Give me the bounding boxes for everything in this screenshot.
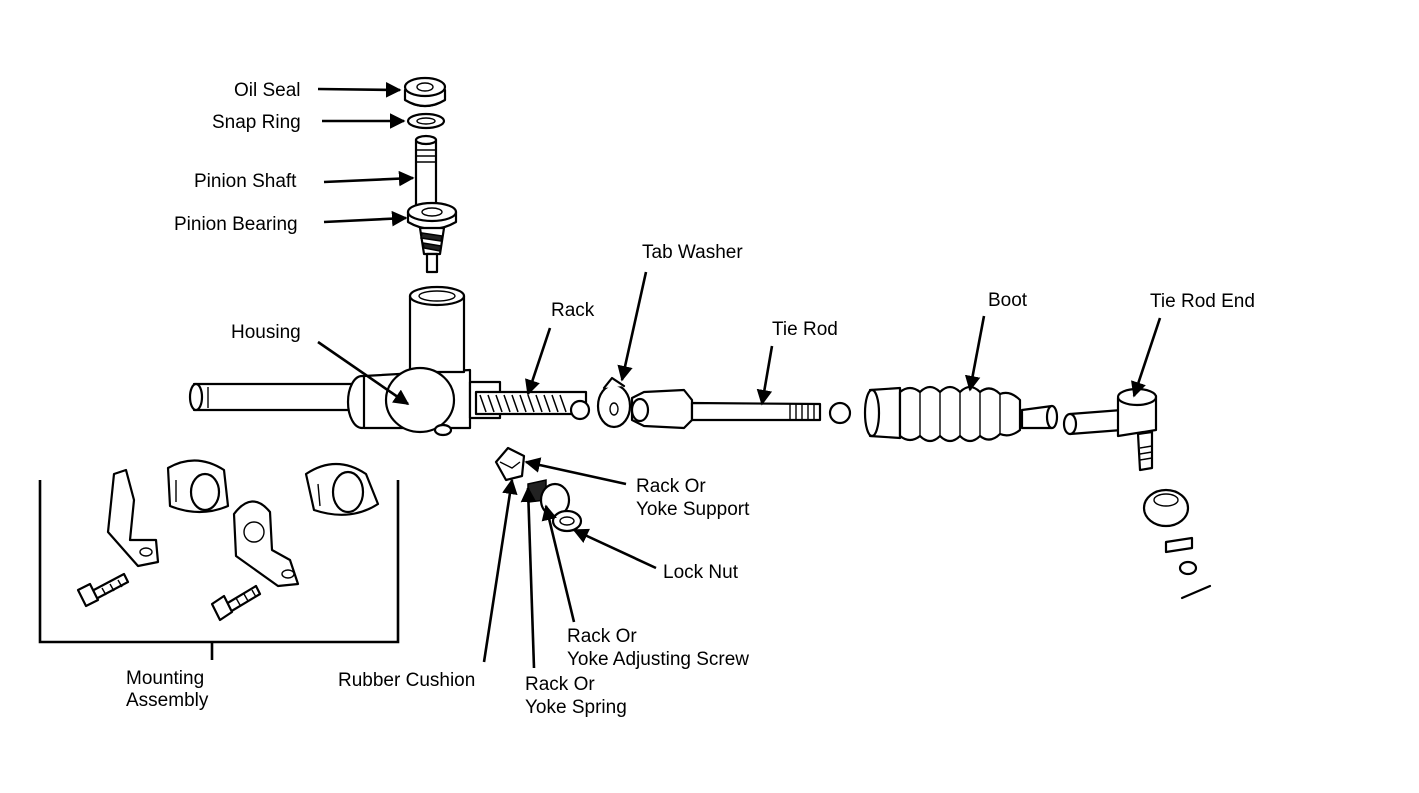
label-pinion-bearing: Pinion Bearing: [174, 214, 298, 235]
mounting-bolt-1: [76, 572, 130, 608]
rack-part: [474, 390, 591, 421]
mounting-assembly-bracket: [38, 480, 400, 660]
snap-ring-part: [406, 112, 446, 130]
yoke-support-part: [494, 446, 526, 482]
boot-part: [863, 385, 1059, 443]
label-oil-seal: Oil Seal: [234, 80, 301, 101]
lock-nut-part: [551, 509, 583, 533]
mounting-bolt-2: [210, 584, 262, 622]
tie-rod-end-part: [1062, 387, 1212, 600]
tie-rod-part: [630, 388, 852, 430]
label-rack: Rack: [551, 300, 595, 321]
label-housing: Housing: [231, 322, 301, 343]
mounting-clamp-2: [232, 500, 300, 588]
label-yoke-support-1: Rack Or: [636, 476, 706, 497]
mounting-clamp-1: [106, 468, 160, 568]
label-tie-rod-end: Tie Rod End: [1150, 291, 1255, 312]
label-mounting-2: Assembly: [126, 690, 209, 711]
label-boot: Boot: [988, 290, 1028, 311]
mounting-bushing-1: [166, 459, 230, 514]
pinion-shaft-part: [414, 134, 438, 208]
tab-washer-part: [596, 376, 632, 429]
label-yoke-spring-2: Yoke Spring: [525, 697, 627, 718]
label-mounting-1: Mounting: [126, 668, 204, 689]
label-yoke-support-2: Yoke Support: [636, 499, 750, 520]
label-tab-washer: Tab Washer: [642, 242, 743, 263]
label-pinion-shaft: Pinion Shaft: [194, 171, 297, 192]
label-snap-ring: Snap Ring: [212, 112, 301, 133]
label-rubber-cushion: Rubber Cushion: [338, 670, 475, 691]
label-lock-nut: Lock Nut: [663, 562, 739, 583]
label-yoke-spring-1: Rack Or: [525, 674, 595, 695]
leader-lines: [317, 82, 1162, 669]
label-adjusting-screw-2: Yoke Adjusting Screw: [567, 649, 749, 670]
label-tie-rod: Tie Rod: [772, 319, 838, 340]
pinion-bearing-part: [406, 201, 458, 274]
oil-seal-part: [403, 76, 447, 108]
mounting-bushing-2: [304, 463, 380, 516]
label-adjusting-screw-1: Rack Or: [567, 626, 637, 647]
